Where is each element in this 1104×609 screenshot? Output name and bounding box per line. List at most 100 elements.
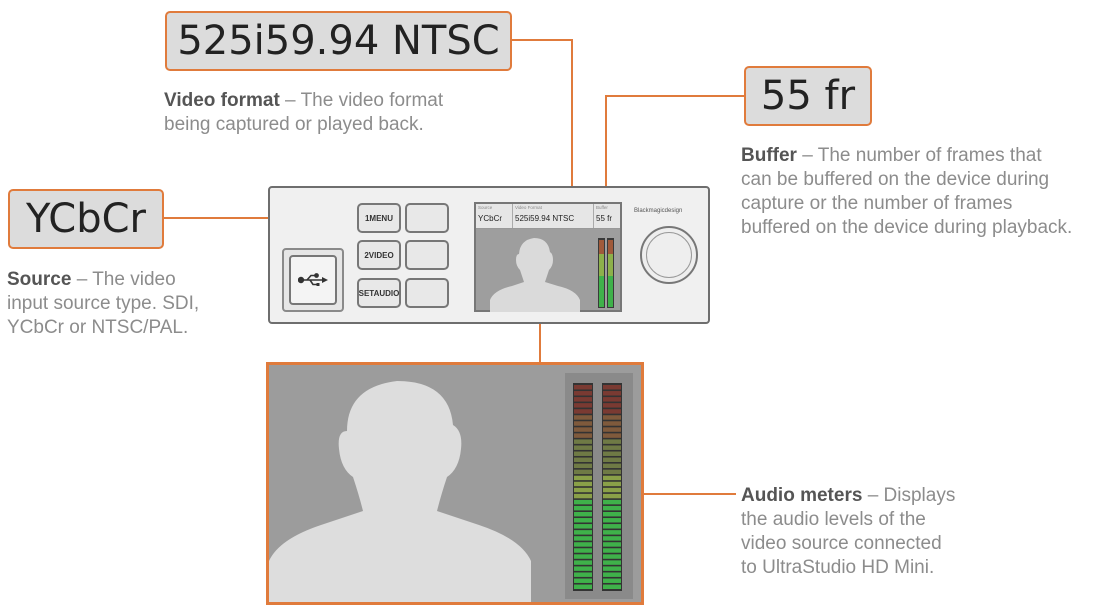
- meter-segment: [603, 560, 621, 565]
- meter-segment: [574, 439, 592, 444]
- video-button[interactable]: 2VIDEO: [357, 240, 401, 270]
- control-knob[interactable]: [640, 226, 698, 284]
- lcd-buffer-value: 55 fr: [596, 214, 613, 223]
- audio-meters-title: Audio meters: [741, 485, 863, 506]
- source-title: Source: [7, 269, 72, 290]
- audio-meters-panel: [565, 373, 633, 599]
- meter-segment: [603, 578, 621, 583]
- meter-segment: [603, 409, 621, 414]
- meter-segment: [574, 445, 592, 450]
- person-silhouette-icon: [269, 381, 531, 602]
- meter-segment: [574, 493, 592, 499]
- meter-segment: [603, 566, 621, 571]
- meter-segment: [603, 469, 621, 475]
- audio-meters-description: Audio meters – Displays the audio levels…: [741, 485, 956, 578]
- lcd-source-value: YCbCr: [478, 214, 503, 223]
- meter-segment: [574, 469, 592, 475]
- buffer-description: Buffer – The number of frames that can b…: [741, 145, 1073, 238]
- source-callout: YCbCr: [8, 189, 164, 249]
- lcd-header: Source YCbCr Video Format 525i59.94 NTSC…: [476, 204, 620, 229]
- video-format-value: 525i59.94 NTSC: [177, 18, 500, 64]
- meter-segment: [603, 481, 621, 487]
- audio-meter-2: [602, 383, 622, 591]
- meter-segment: [603, 391, 621, 396]
- meter-segment: [574, 481, 592, 487]
- meter-segment: [574, 572, 592, 577]
- meter-segment: [574, 548, 592, 553]
- meter-segment: [574, 415, 592, 420]
- video-format-description: Video format – The video format being ca…: [164, 90, 444, 135]
- meter-segment: [603, 463, 621, 469]
- usb-port[interactable]: [282, 248, 344, 312]
- meter-segment: [603, 475, 621, 481]
- audio-meter-1: [573, 383, 593, 591]
- meter-segment: [603, 505, 621, 511]
- meter-segment: [574, 542, 592, 547]
- meter-segment: [574, 524, 592, 529]
- meter-segment: [603, 554, 621, 559]
- meter-segment: [574, 475, 592, 481]
- meter-segment: [574, 530, 592, 535]
- meter-segment: [603, 415, 621, 420]
- meter-segment: [603, 385, 621, 390]
- meter-segment: [603, 445, 621, 450]
- meter-segment: [603, 536, 621, 541]
- meter-segment: [603, 530, 621, 535]
- blank-button-3[interactable]: [405, 278, 449, 308]
- lcd-header-video-format: Video Format: [515, 205, 542, 210]
- meter-segment: [603, 439, 621, 444]
- meter-segment: [574, 554, 592, 559]
- meter-segment: [574, 391, 592, 396]
- buffer-value: 55 fr: [760, 73, 856, 119]
- meter-segment: [603, 451, 621, 456]
- meter-segment: [574, 457, 592, 463]
- meter-segment: [574, 451, 592, 456]
- meter-segment: [574, 566, 592, 571]
- meter-segment: [574, 403, 592, 408]
- meter-segment: [574, 578, 592, 583]
- meter-segment: [603, 542, 621, 547]
- meter-segment: [603, 397, 621, 402]
- menu-button[interactable]: 1MENU: [357, 203, 401, 233]
- meter-segment: [603, 487, 621, 493]
- lcd-header-source: Source: [478, 205, 493, 210]
- meter-segment: [574, 433, 592, 438]
- meter-segment: [574, 487, 592, 493]
- meter-segment: [603, 403, 621, 408]
- meter-segment: [574, 385, 592, 390]
- brand-logo: Blackmagicdesign: [634, 208, 683, 214]
- audio-button[interactable]: SETAUDIO: [357, 278, 401, 308]
- meter-segment: [603, 524, 621, 529]
- meter-segment: [574, 560, 592, 565]
- source-description: Source – The video input source type. SD…: [7, 269, 200, 338]
- meter-segment: [603, 427, 621, 432]
- meter-segment: [574, 505, 592, 511]
- lcd-screen: Source YCbCr Video Format 525i59.94 NTSC…: [474, 202, 622, 312]
- buffer-callout: 55 fr: [744, 66, 872, 126]
- audio-meters: [573, 383, 622, 591]
- meter-segment: [574, 463, 592, 469]
- meter-segment: [574, 421, 592, 426]
- meter-segment: [574, 536, 592, 541]
- enlarged-screen: [266, 362, 644, 605]
- meter-segment: [574, 511, 592, 517]
- meter-segment: [603, 499, 621, 505]
- meter-segment: [603, 584, 621, 589]
- meter-segment: [603, 493, 621, 499]
- meter-segment: [603, 548, 621, 553]
- meter-segment: [603, 421, 621, 426]
- device-front-panel: 1MENU 2VIDEO SETAUDIO Source YCbCr Video…: [268, 186, 710, 324]
- blank-button-1[interactable]: [405, 203, 449, 233]
- meter-segment: [574, 518, 592, 523]
- meter-segment: [574, 409, 592, 414]
- meter-segment: [603, 433, 621, 438]
- person-silhouette-icon: [490, 238, 580, 312]
- meter-segment: [574, 499, 592, 505]
- source-value: YCbCr: [26, 196, 146, 242]
- blank-button-2[interactable]: [405, 240, 449, 270]
- buffer-title: Buffer: [741, 145, 797, 166]
- video-format-callout: 525i59.94 NTSC: [165, 11, 512, 71]
- meter-segment: [603, 572, 621, 577]
- meter-segment: [603, 457, 621, 463]
- usb-icon: [298, 273, 328, 286]
